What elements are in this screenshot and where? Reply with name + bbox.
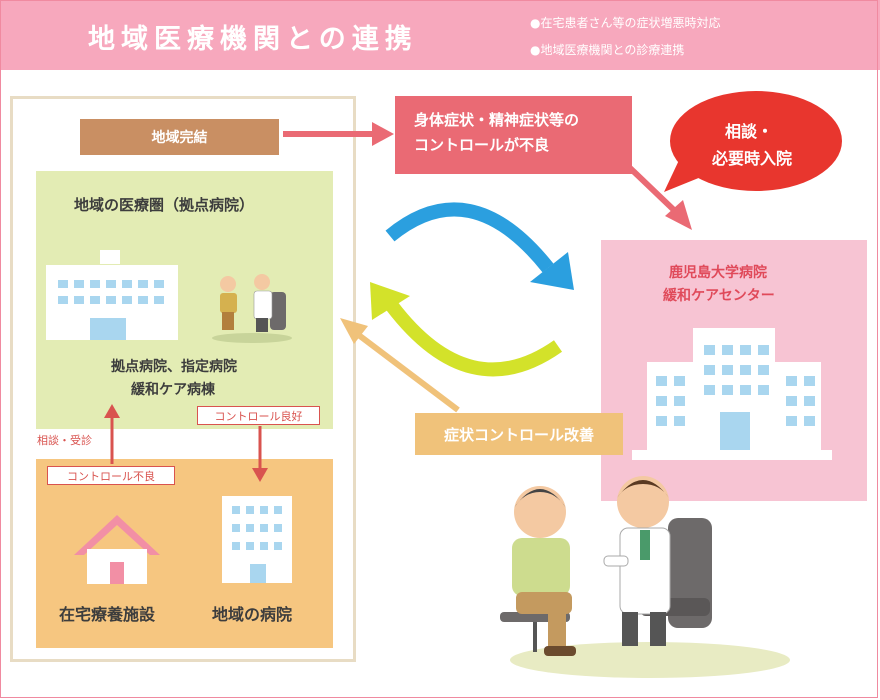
outer-frame <box>0 0 878 698</box>
